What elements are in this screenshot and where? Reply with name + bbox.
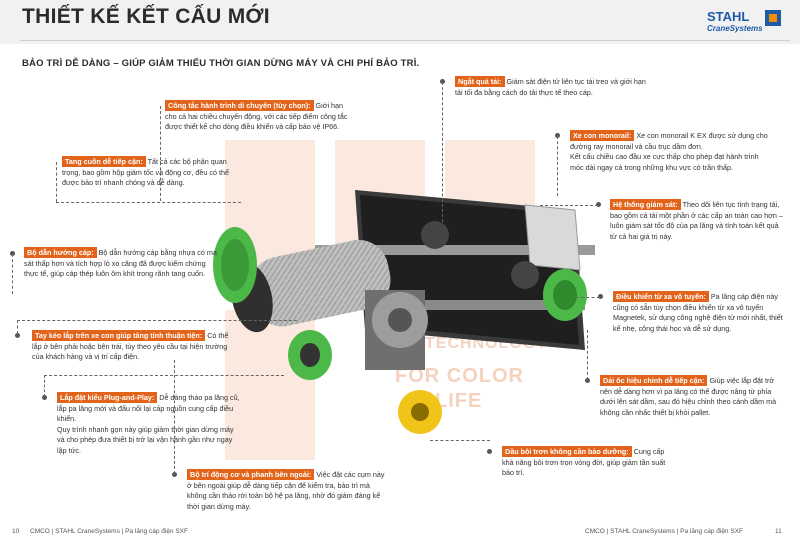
tag-lubrication: Dầu bôi trơn không cần bảo dưỡng: [502,446,632,457]
annotation-pull-handle: Tay kéo lắp trên xe con giúp tăng tính t… [32,330,230,363]
title-divider [20,40,790,41]
text-monorail-trolley-2: Kết cấu chiều cao đầu xe cực thấp cho ph… [570,152,759,172]
annotation-limit-switch: Công tắc hành trình di chuyển (tùy chọn)… [165,100,350,133]
page-title: THIẾT KẾ KẾT CẤU MỚI [22,5,270,28]
text-limit-switch: Giới hạn cho cả hai chiều chuyển động, v… [165,101,348,131]
page-subtitle: BẢO TRÌ DỄ DÀNG – GIÚP GIẢM THIỂU THỜI G… [22,58,420,69]
cross-rod-upper [315,245,595,255]
footer-left-page: 10 [12,528,20,535]
background-watermark: FOR COLOR LIFE TECHNOLOGY [205,140,565,470]
hoist-illustration [213,190,595,434]
annotation-plug-and-play: Lắp đặt kiểu Plug-and-Play: Dễ dàng tháo… [57,392,240,456]
logo-mark-icon [765,10,781,26]
annotation-drum-access: Tang cuốn dễ tiếp cận: Tất cả các bộ phậ… [62,156,247,189]
tag-adjust-nut: Dải ốc hiệu chỉnh dễ tiếp cận: [600,375,708,386]
text-overload: Giám sát điện tử liên tục tải treo và gi… [455,77,646,97]
text-external-motor: Việc đặt các cụm này ở bên ngoài giúp dễ… [187,470,385,511]
trolley-wheel-1 [421,221,449,249]
logo-main-text: STAHL [707,9,750,24]
annotation-monitoring: Hệ thống giám sát: Theo dõi liên tục tìn… [610,199,785,242]
rope-drum [230,239,391,333]
watermark-line1: FOR COLOR [395,365,524,387]
stahl-logo: STAHL CraneSystems [707,9,783,35]
watermark-line2: LIFE [435,390,483,412]
text-lubrication: Cung cấp khả năng bôi trơn trọn vòng đời… [502,447,666,477]
text-monorail-trolley: Xe con monorail K EX được sử dụng cho đư… [570,131,768,151]
text-monitoring: Theo dõi liên tục tình trạng tải, bao gồ… [610,200,783,241]
footer-right-page: 11 [775,528,782,535]
tag-drum-access: Tang cuốn dễ tiếp cận: [62,156,146,167]
annotation-overload: Ngắt quá tải: Giám sát điện tử liên tục … [455,76,655,98]
tag-monitoring: Hệ thống giám sát: [610,199,681,210]
annotation-external-motor: Bộ trí động cơ và phanh bên ngoài: Việc … [187,469,387,512]
tag-rope-guide: Bộ dẫn hướng cáp: [24,247,97,258]
header-bar [0,0,800,44]
logo-sub-text: CraneSystems [707,24,763,33]
tag-monorail-trolley: Xe con monorail: [570,130,635,141]
annotation-lubrication: Dầu bôi trơn không cần bảo dưỡng: Cung c… [502,446,677,479]
text-rope-guide: Bộ dẫn hướng cáp bằng nhựa có ma sát thấ… [24,248,217,278]
annotation-rope-guide: Bộ dẫn hướng cáp: Bộ dẫn hướng cáp bằng … [24,247,219,280]
trolley-wheel-2 [511,261,539,289]
tag-overload: Ngắt quá tải: [455,76,505,87]
text-radio-remote: Pa lăng cáp điện này cũng có sẵn tùy chọ… [613,292,783,333]
control-cabinet [524,204,581,271]
tag-pull-handle: Tay kéo lắp trên xe con giúp tăng tính t… [32,330,206,341]
footer-right-text: CMCO | STAHL CraneSystems | Pa lăng cáp … [585,528,743,535]
annotation-radio-remote: Điều khiển từ xa vô tuyến: Pa lăng cáp đ… [613,291,788,334]
text-plug-and-play-2: Quy trình nhanh gọn này giúp giảm thời g… [57,424,234,455]
cross-rod-lower [305,300,585,310]
text-pull-handle: Có thể lắp ở bên phải hoặc bên trái, tùy… [32,331,229,361]
tag-external-motor: Bộ trí động cơ và phanh bên ngoài: [187,469,315,480]
tag-limit-switch: Công tắc hành trình di chuyển (tùy chọn)… [165,100,314,111]
tag-radio-remote: Điều khiển từ xa vô tuyến: [613,291,709,302]
annotation-adjust-nut: Dải ốc hiệu chỉnh dễ tiếp cận: Giúp việc… [600,375,788,418]
footer-left-text: CMCO | STAHL CraneSystems | Pa lăng cáp … [30,528,188,535]
text-adjust-nut: Giúp việc lắp đặt trở nên dễ dàng hơn vì… [600,376,777,417]
annotation-monorail-trolley: Xe con monorail: Xe con monorail K EX đư… [570,130,770,173]
text-drum-access: Tất cả các bộ phận quan trọng, bao gồm h… [62,157,229,187]
text-plug-and-play: Dễ dàng tháo pa lăng cũ, lắp pa lăng mới… [57,393,240,423]
tag-plug-and-play: Lắp đặt kiểu Plug-and-Play: [57,392,158,403]
